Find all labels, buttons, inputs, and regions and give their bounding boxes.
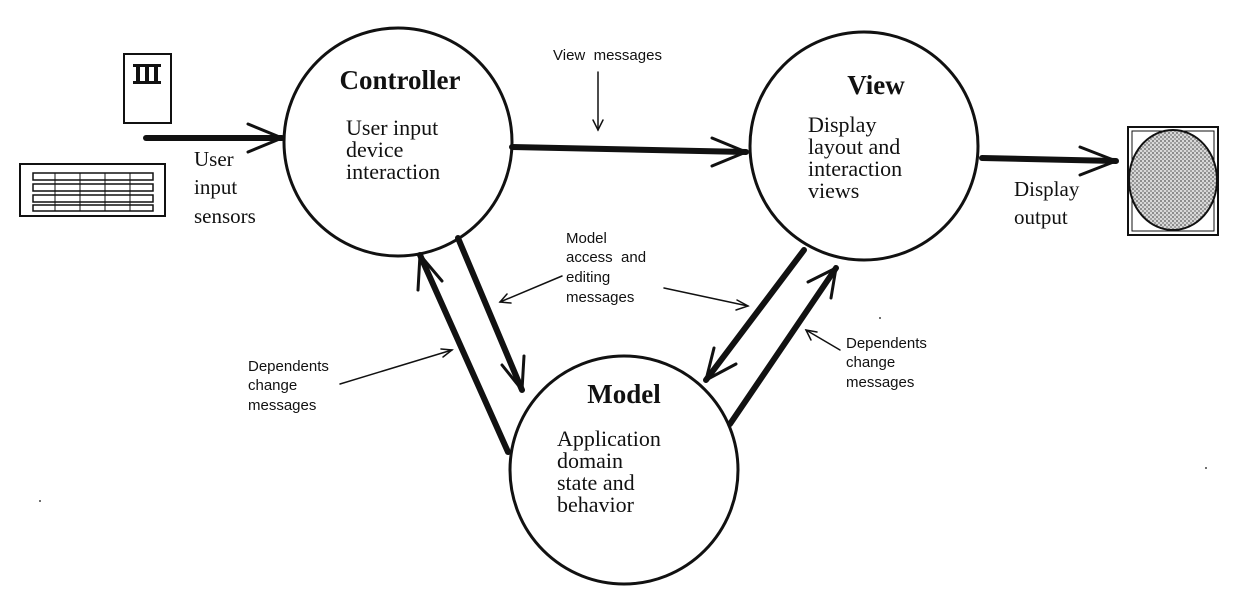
controller-line-2: device [346,137,403,162]
model-access-label-1: Model [566,230,607,247]
model-line-4: behavior [557,492,635,517]
controller-line-3: interaction [346,159,440,184]
monitor-icon [1127,126,1219,236]
mouse-icon [123,53,172,124]
model-to-view-arrow [727,265,839,427]
controller-to-model-arrow [455,235,526,393]
view-messages-label: View messages [553,47,662,64]
user-input-label-1: User [194,147,234,171]
model-access-pointer-left [498,275,563,304]
model-line-3: state and [557,470,635,495]
controller-circle [282,26,514,258]
dependents-left-label-2: change [248,377,297,394]
model-to-controller-arrow [416,252,511,455]
model-access-label-2: access and [566,249,646,266]
dependents-right-label-1: Dependents [846,335,927,352]
dependents-left-label-3: messages [248,397,316,414]
view-line-3: interaction [808,156,902,181]
user-input-label-2: input [194,175,237,199]
model-access-pointer-right [663,287,750,311]
input-to-controller-arrow [143,122,285,154]
dependents-right-label-2: change [846,354,895,371]
display-output-label-2: output [1014,205,1068,229]
model-title: Model [587,379,661,409]
model-access-label-4: messages [566,289,634,306]
user-input-label-3: sensors [194,204,256,228]
view-line-2: layout and [808,134,900,159]
speck [879,317,881,319]
view-line-1: Display [808,112,876,137]
dependents-left-pointer [339,348,454,385]
model-access-label-3: editing [566,269,610,286]
view-messages-pointer [592,71,604,132]
dependents-right-pointer [804,328,841,351]
view-circle [748,30,980,262]
dependents-left-label-1: Dependents [248,358,329,375]
speck [1205,467,1207,469]
controller-title: Controller [340,65,461,95]
display-output-label-1: Display [1014,177,1080,201]
keyboard-icon [19,163,166,217]
controller-line-1: User input [346,115,438,140]
model-line-1: Application [557,426,661,451]
view-title: View [847,70,905,100]
view-to-model-arrow [703,247,807,383]
view-to-display-arrow [979,145,1119,177]
view-line-4: views [808,178,859,203]
dependents-right-label-3: messages [846,374,914,391]
model-circle [508,354,740,586]
speck [39,500,41,502]
model-line-2: domain [557,448,623,473]
controller-to-view-arrow [509,136,749,168]
